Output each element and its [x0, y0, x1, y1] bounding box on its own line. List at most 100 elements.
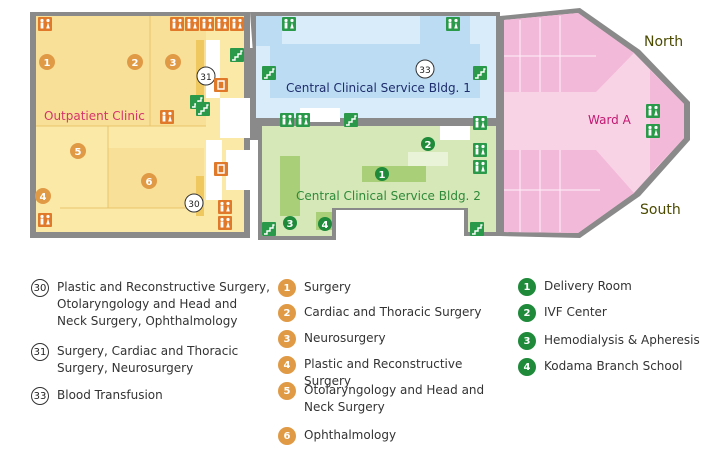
- legend-badge: 30: [31, 279, 49, 297]
- stairs-icon: [343, 112, 359, 128]
- restroom-icon: [218, 216, 232, 230]
- restroom-icon: [230, 17, 244, 31]
- restroom-icon: [38, 17, 52, 31]
- marker-orange-5[interactable]: 5: [70, 143, 86, 159]
- wheelchair-icon: [200, 17, 214, 31]
- legend-text: Plastic and Reconstructive Surgery: [304, 357, 463, 388]
- marker-outline-30[interactable]: 30: [184, 193, 204, 213]
- stairs-icon: [229, 47, 245, 63]
- legend-item-green-2: 2 IVF Center: [518, 304, 607, 322]
- svg-text:31: 31: [200, 73, 211, 83]
- legend-item-green-4: 4 Kodama Branch School: [518, 358, 682, 376]
- legend-text: Neurosurgery: [304, 331, 386, 345]
- escalator-icon: [213, 77, 229, 93]
- ward-a: [500, 8, 690, 238]
- svg-text:2: 2: [132, 58, 139, 69]
- restroom-icon: [473, 116, 487, 130]
- label-bldg1: Central Clinical Service Bldg. 1: [286, 81, 471, 95]
- svg-text:3: 3: [287, 219, 294, 230]
- marker-green-2[interactable]: 2: [421, 137, 435, 151]
- outline-markers: 30 31 33: [184, 59, 435, 213]
- legend-badge: 2: [278, 304, 296, 322]
- green-markers: 1 2 3 4: [283, 137, 435, 231]
- label-north: North: [644, 34, 683, 50]
- restroom-icon: [160, 110, 174, 124]
- legend-badge: 6: [278, 427, 296, 445]
- legend-item-orange-1: 1 Surgery: [278, 279, 351, 297]
- legend-text: IVF Center: [544, 305, 607, 319]
- marker-green-1[interactable]: 1: [375, 167, 389, 181]
- restroom-icon: [473, 160, 487, 174]
- restroom-icon: [38, 213, 52, 227]
- legend-item-31: 31 Surgery, Cardiac and Thoracic Surgery…: [31, 343, 238, 377]
- legend-text: Surgery: [304, 280, 351, 294]
- label-south: South: [640, 202, 681, 218]
- legend-item-orange-6: 6 Ophthalmology: [278, 427, 396, 445]
- marker-orange-2[interactable]: 2: [127, 54, 143, 70]
- svg-text:33: 33: [419, 66, 430, 76]
- legend-text: Cardiac and Thoracic Surgery: [304, 305, 482, 319]
- legend-badge: 4: [518, 358, 536, 376]
- legend-badge: 4: [278, 356, 296, 374]
- legend-badge: 2: [518, 304, 536, 322]
- marker-green-4[interactable]: 4: [318, 217, 332, 231]
- restroom-icon: [446, 17, 460, 31]
- legend-text: Blood Transfusion: [57, 388, 163, 402]
- svg-text:4: 4: [40, 192, 47, 203]
- restroom-icon: [185, 17, 199, 31]
- legend-text: Surgery, Cardiac and Thoracic Surgery, N…: [57, 344, 239, 375]
- escalator-icon: [213, 161, 229, 177]
- svg-text:1: 1: [44, 58, 51, 69]
- legend-badge: 33: [31, 387, 49, 405]
- marker-orange-3[interactable]: 3: [165, 54, 181, 70]
- legend-text: Ophthalmology: [304, 428, 397, 442]
- legend-badge: 31: [31, 343, 49, 361]
- svg-text:3: 3: [170, 58, 177, 69]
- stairs-icon: [261, 65, 277, 81]
- marker-orange-6[interactable]: 6: [141, 173, 157, 189]
- stairs-icon: [472, 65, 488, 81]
- restroom-icon: [646, 124, 660, 138]
- svg-text:4: 4: [322, 220, 329, 231]
- restroom-icon: [282, 17, 296, 31]
- stairs-icon: [469, 221, 485, 237]
- svg-text:1: 1: [379, 170, 386, 181]
- restroom-icon: [646, 104, 660, 118]
- marker-outline-33[interactable]: 33: [415, 59, 435, 79]
- restroom-icon: [473, 143, 487, 157]
- legend-item-green-1: 1 Delivery Room: [518, 278, 632, 296]
- restroom-icon: [296, 113, 310, 127]
- legend-item-green-3: 3 Hemodialysis & Apheresis: [518, 332, 700, 350]
- legend-text: Kodama Branch School: [544, 359, 683, 373]
- legend-badge: 3: [278, 330, 296, 348]
- restroom-icon: [280, 113, 294, 127]
- elevator-icon: [195, 101, 211, 117]
- floor-map: Outpatient Clinic Central Clinical Servi…: [30, 8, 690, 240]
- legend-text: Hemodialysis & Apheresis: [544, 333, 700, 347]
- central-bldg-1: [250, 12, 500, 122]
- legend-text: Otolaryngology and Head and Neck Surgery: [304, 383, 485, 414]
- legend-item-orange-3: 3 Neurosurgery: [278, 330, 386, 348]
- restroom-icon: [170, 17, 184, 31]
- marker-orange-1[interactable]: 1: [39, 54, 55, 70]
- legend-badge: 5: [278, 382, 296, 400]
- legend-item-30: 30 Plastic and Reconstructive Surgery, O…: [31, 279, 270, 330]
- marker-green-3[interactable]: 3: [283, 216, 297, 230]
- svg-text:6: 6: [146, 177, 153, 188]
- svg-text:5: 5: [75, 147, 82, 158]
- restroom-icon: [218, 200, 232, 214]
- marker-outline-31[interactable]: 31: [196, 66, 216, 86]
- legend-item-33: 33 Blood Transfusion: [31, 387, 163, 405]
- svg-text:2: 2: [425, 140, 432, 151]
- legend-item-orange-4: 4 Plastic and Reconstructive Surgery: [278, 356, 513, 390]
- marker-orange-4[interactable]: 4: [35, 188, 51, 204]
- label-bldg2: Central Clinical Service Bldg. 2: [296, 189, 481, 203]
- legend-text: Delivery Room: [544, 279, 632, 293]
- label-ward-a: Ward A: [588, 113, 632, 127]
- svg-text:30: 30: [188, 200, 200, 210]
- legend-badge: 3: [518, 332, 536, 350]
- restroom-icon: [215, 17, 229, 31]
- stairs-icon: [261, 221, 277, 237]
- legend-badge: 1: [518, 278, 536, 296]
- label-outpatient: Outpatient Clinic: [44, 109, 145, 123]
